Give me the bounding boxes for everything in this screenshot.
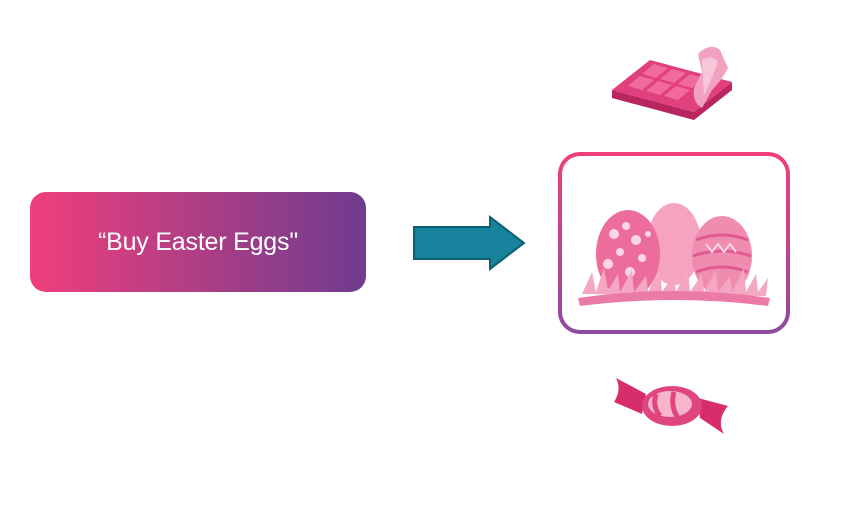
query-box: “Buy Easter Eggs": [30, 192, 366, 292]
result-image: [562, 156, 786, 330]
arrow-shape: [413, 215, 526, 271]
query-label: “Buy Easter Eggs": [97, 227, 298, 256]
right-arrow-icon: [413, 215, 526, 271]
chocolate-bar-icon: [612, 46, 732, 120]
easter-eggs-icon: [578, 203, 770, 306]
search-result-card[interactable]: [558, 152, 790, 334]
wrapped-candy-icon: [614, 378, 728, 434]
